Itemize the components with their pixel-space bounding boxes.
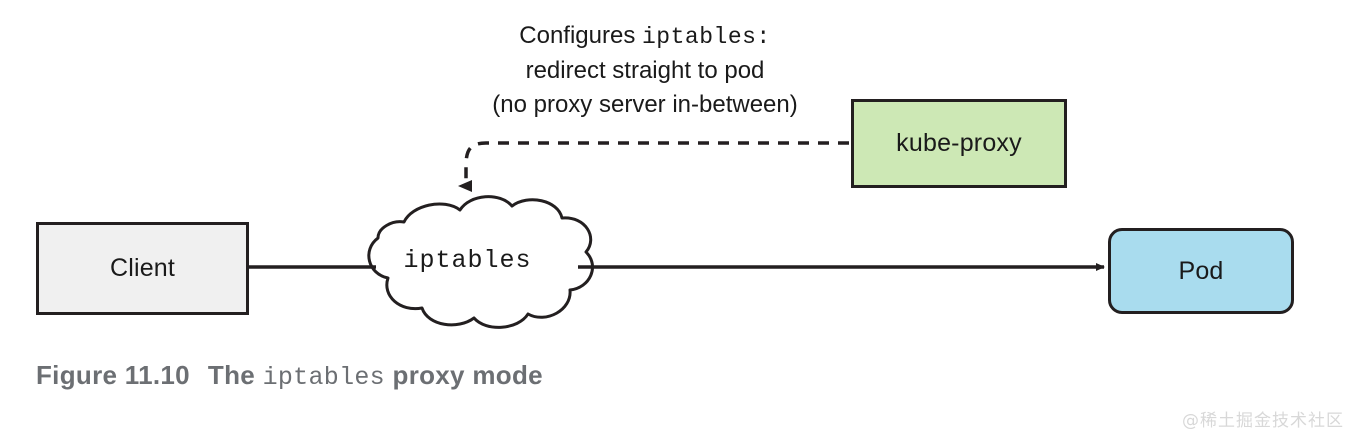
figure-caption-mono: iptables	[262, 363, 385, 392]
node-pod-label: Pod	[1178, 256, 1224, 285]
node-kube-proxy: kube-proxy	[851, 99, 1067, 188]
annotation-configures-iptables: Configures iptables: redirect straight t…	[430, 19, 860, 122]
figure-caption: Figure 11.10 The iptables proxy mode	[36, 360, 543, 392]
node-pod: Pod	[1108, 228, 1294, 314]
annotation-line-1-mono: iptables:	[642, 24, 771, 50]
kube-proxy-configures-dashed-arrow	[458, 141, 849, 192]
figure-caption-number: Figure 11.10	[36, 360, 190, 390]
node-kube-proxy-label: kube-proxy	[896, 129, 1022, 157]
annotation-line-2: redirect straight to pod	[525, 57, 765, 84]
annotation-line-1-text: Configures	[519, 22, 642, 49]
node-iptables-cloud-label: iptables	[403, 246, 532, 275]
node-client-label: Client	[109, 254, 176, 282]
node-client: Client	[36, 222, 249, 315]
annotation-line-3: (no proxy server in-between)	[492, 91, 798, 118]
figure-caption-suffix: proxy mode	[392, 360, 543, 390]
iptables-cloud-shape	[367, 195, 595, 329]
figure-caption-the: The	[207, 360, 256, 390]
annotation-line-1: Configures iptables:	[430, 19, 860, 54]
watermark: @稀土掘金技术社区	[1182, 411, 1344, 431]
